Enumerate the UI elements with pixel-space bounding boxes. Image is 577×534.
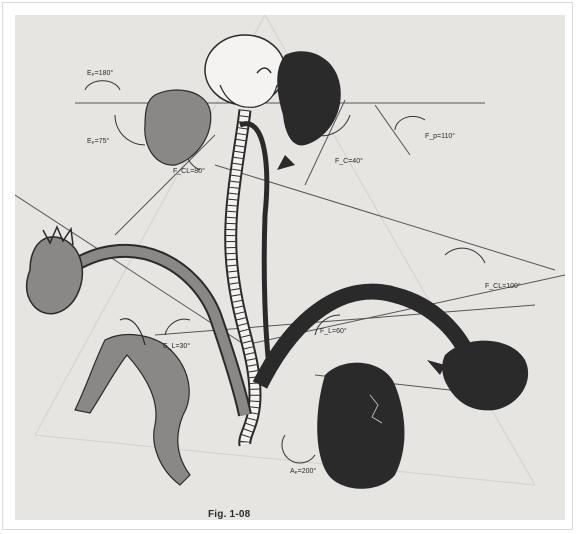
figure-frame: Eₚ=180° Eₚ=75° F_CL=80° F_C=40° F_p=110°…: [2, 2, 573, 530]
angle-label-f-right-top: F_p=110°: [425, 132, 455, 140]
angle-label-e-left: Eₚ=75°: [87, 137, 110, 145]
spine-flexion-diagram: Eₚ=180° Eₚ=75° F_CL=80° F_C=40° F_p=110°…: [15, 15, 565, 520]
angle-label-e-top: Eₚ=180°: [87, 69, 113, 77]
white-skull: [205, 35, 285, 107]
angle-label-a-bottom: Aₚ=200°: [290, 467, 316, 475]
angle-label-e-lower: E_L=30°: [163, 342, 190, 350]
gray-head-left: [27, 227, 83, 314]
dark-skull: [277, 51, 341, 170]
scanned-figure: Eₚ=180° Eₚ=75° F_CL=80° F_C=40° F_p=110°…: [15, 15, 565, 520]
angle-label-f-center: F_CL=80°: [173, 167, 205, 175]
angle-label-f-right-lower: F_CL=100°: [485, 282, 521, 290]
angle-label-f-right-small: F_C=40°: [335, 157, 363, 165]
angle-label-f-mid: F_L=60°: [320, 327, 347, 335]
dark-head-right: [427, 341, 528, 411]
gray-skull: [145, 90, 211, 165]
figure-caption: Fig. 1-08: [208, 509, 250, 520]
crouching-figure: [317, 363, 404, 489]
